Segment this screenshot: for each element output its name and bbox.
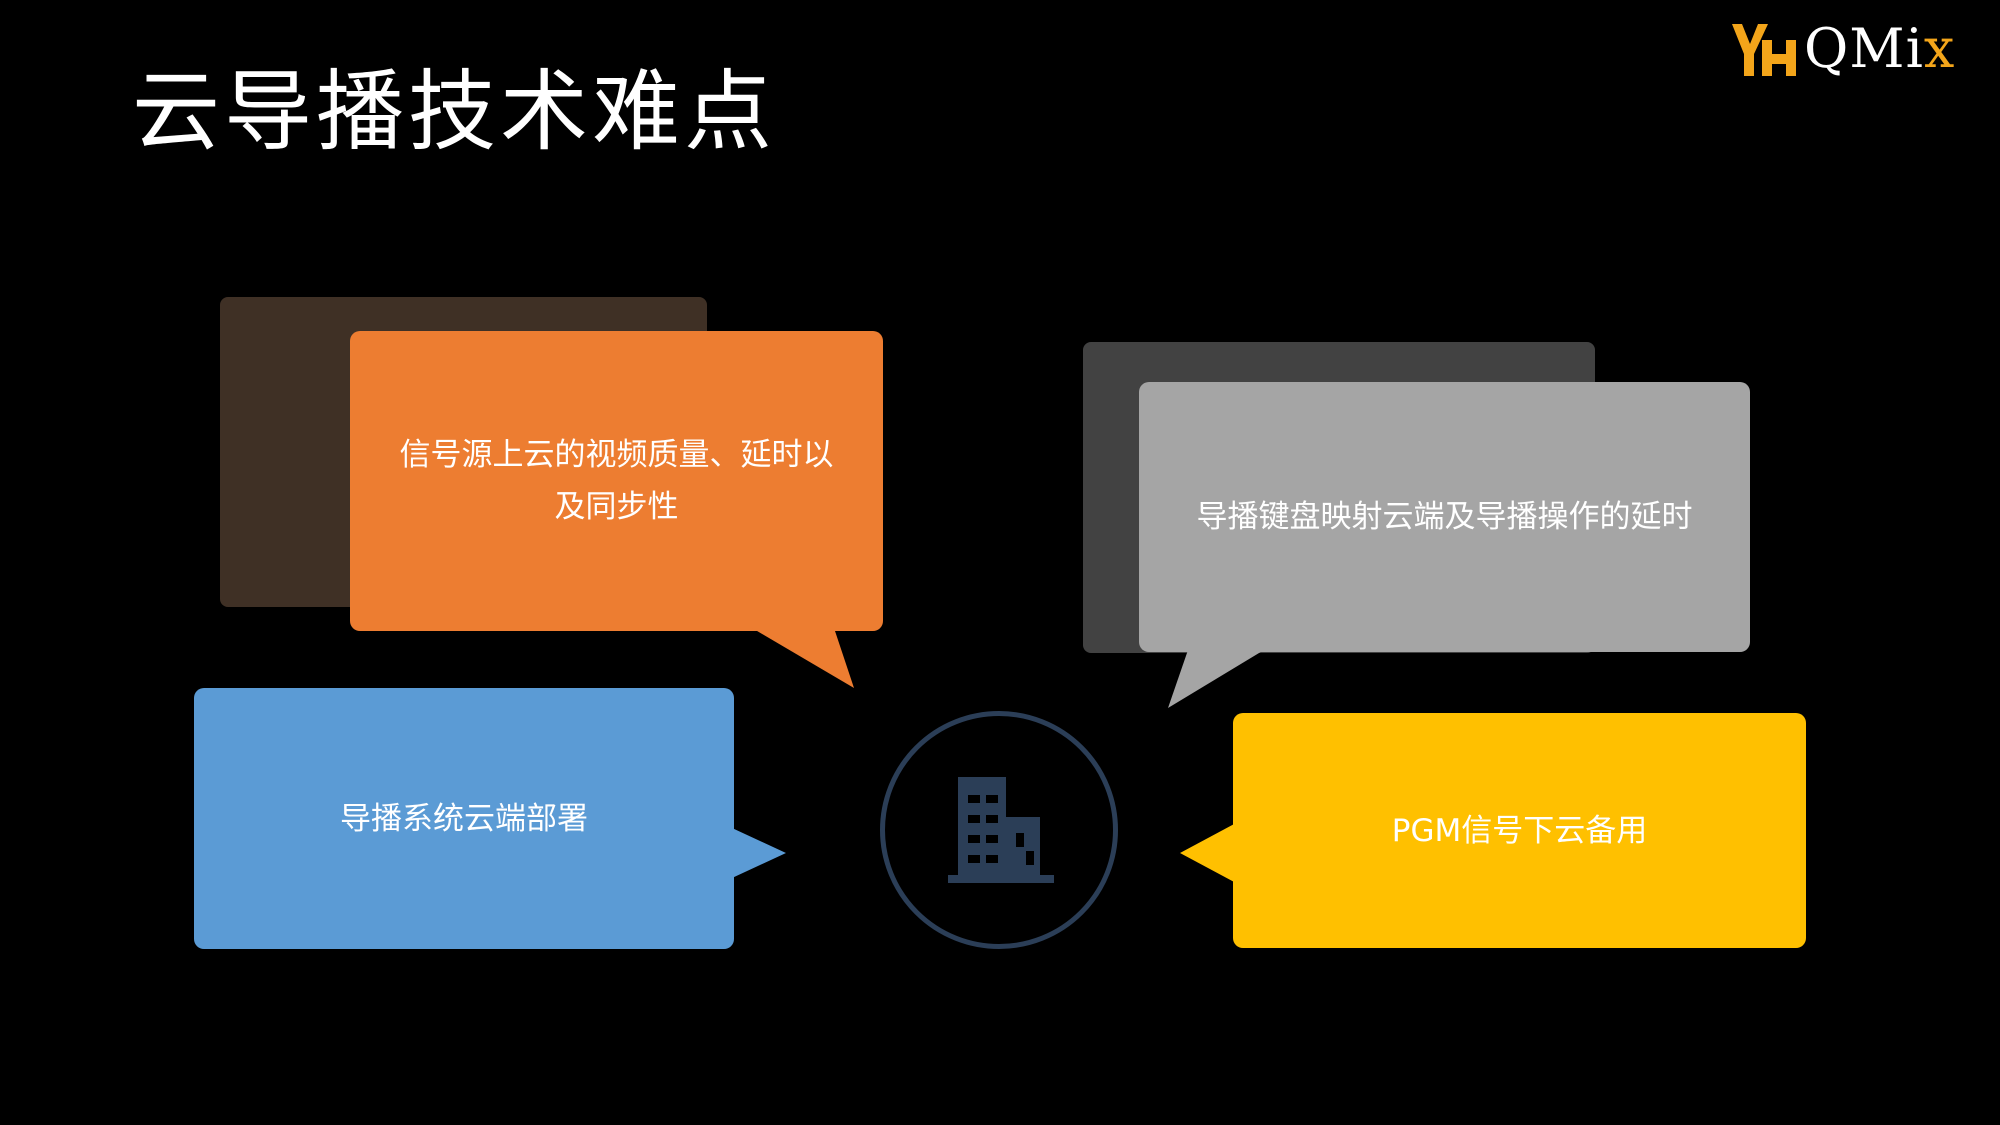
slide-title: 云导播技术难点 (132, 60, 777, 163)
top-left-bubble-tail (752, 628, 854, 688)
logo-text-main: QMi (1804, 17, 1924, 80)
center-circle (880, 711, 1118, 949)
top-left-bubble-text: 信号源上云的视频质量、延时以及同步性 (399, 437, 834, 525)
brand-logo: QMix (1728, 16, 1955, 82)
bottom-right-speech-bubble: PGM信号下云备用 (1233, 713, 1806, 948)
bottom-right-bubble-tail (1180, 823, 1236, 883)
top-right-speech-bubble: 导播键盘映射云端及导播操作的延时 (1139, 382, 1750, 652)
yh-logo-icon (1728, 18, 1802, 80)
logo-text-accent: x (1923, 17, 1956, 80)
top-right-bubble-tail (1168, 650, 1264, 708)
bottom-left-bubble-text: 导播系统云端部署 (340, 800, 588, 837)
logo-text: QMix (1804, 16, 1955, 82)
top-right-bubble-text: 导播键盘映射云端及导播操作的延时 (1196, 499, 1693, 535)
bottom-left-bubble-tail (732, 828, 786, 878)
office-building-icon (948, 777, 1054, 883)
top-left-speech-bubble: 信号源上云的视频质量、延时以及同步性 (350, 331, 883, 631)
bottom-right-bubble-text: PGM信号下云备用 (1391, 812, 1648, 849)
bottom-left-speech-bubble: 导播系统云端部署 (194, 688, 734, 949)
